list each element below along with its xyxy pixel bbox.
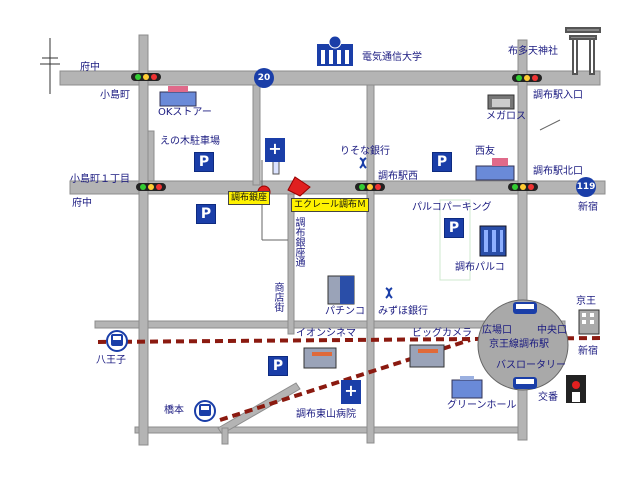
label-fudaten: 布多天神社 <box>508 46 558 57</box>
label-aeon: イオンシネマ <box>296 328 356 339</box>
green-area <box>439 199 471 281</box>
label-fuchu-top: 府中 <box>80 62 100 73</box>
label-shinjuku-top: 新宿 <box>578 202 598 213</box>
label-station: 京王線調布駅 <box>489 339 549 350</box>
label-shinjuku-rail: 新宿 <box>578 346 598 357</box>
label-risona: りそな銀行 <box>340 146 390 157</box>
label-chofu-kitaguchi: 調布駅北口 <box>533 166 583 177</box>
hospital-icon: + <box>265 138 285 162</box>
label-shotengai: 商店街 <box>272 282 283 312</box>
label-keio: 京王 <box>576 296 596 307</box>
label-fuchu-mid: 府中 <box>72 198 92 209</box>
parking-icon: P <box>268 356 288 376</box>
label-hiroba-guchi: 広場口 <box>482 325 512 336</box>
road-network <box>59 34 606 446</box>
label-megaros: メガロス <box>486 111 526 122</box>
label-hospital: 調布東山病院 <box>296 409 356 420</box>
label-chofu-parco: 調布パルコ <box>455 262 505 273</box>
compass-icon <box>40 38 60 94</box>
ecrel-tag: エクレール調布Ｍ <box>291 198 370 212</box>
chofu-ginza-tag: 調布銀座 <box>228 191 271 205</box>
koban-icon <box>566 375 586 403</box>
label-green-hall: グリーンホール <box>447 400 517 411</box>
parking-icon: P <box>194 152 214 172</box>
train-icon-hachioji <box>106 330 128 352</box>
train-icon-hashimoto <box>194 400 216 422</box>
road-diag-stub <box>221 427 229 445</box>
bic-icon <box>409 344 445 368</box>
road-stub <box>147 130 155 182</box>
road-middle <box>69 180 606 195</box>
label-kojimacho: 小島町 <box>100 90 130 101</box>
traffic-light-icon <box>355 183 385 191</box>
label-chofu-iriguchi: 調布駅入口 <box>533 90 583 101</box>
label-mizuho: みずほ銀行 <box>378 306 428 317</box>
road-v-ginza <box>287 193 295 335</box>
label-uec: 電気通信大学 <box>362 52 422 63</box>
road-top <box>59 70 601 86</box>
label-hashimoto: 橋本 <box>164 405 184 416</box>
label-chofu-nishi: 調布駅西 <box>378 171 418 182</box>
university-icon <box>317 35 353 66</box>
parking-icon: P <box>432 152 452 172</box>
road-v-ginza-north <box>252 84 261 186</box>
label-chofu-ginza-dori: 調布銀座通 <box>293 217 304 267</box>
label-enoki-parking: えの木駐車場 <box>160 136 220 147</box>
label-pachinko: パチンコ <box>325 306 365 317</box>
bank-icon-2 <box>385 287 393 299</box>
label-chuo-guchi: 中央口 <box>537 325 567 336</box>
road-v-west <box>138 34 149 446</box>
seiyu-icon <box>475 158 515 181</box>
road-v-center <box>366 84 375 444</box>
road-v-east <box>517 39 528 441</box>
torii-icon <box>565 27 601 75</box>
ok-store-icon <box>159 86 197 107</box>
parking-icon: P <box>196 204 216 224</box>
bus-icon-2 <box>513 377 537 389</box>
parco-icon <box>479 225 507 257</box>
keio-building-icon <box>578 309 600 335</box>
traffic-light-icon <box>508 183 538 191</box>
flag-icon <box>287 176 311 197</box>
road-lower <box>94 320 566 329</box>
label-koban: 交番 <box>538 392 558 403</box>
green-hall-icon <box>451 376 483 399</box>
label-parco-parking: パルコパーキング <box>412 202 492 213</box>
traffic-light-icon <box>512 74 542 82</box>
station-area <box>477 299 569 391</box>
pachinko-icon <box>327 275 355 305</box>
hospital-icon-2: + <box>341 380 361 404</box>
label-bic: ビッグカメラ <box>412 328 472 339</box>
route-shield-icon: 119 <box>576 177 596 197</box>
label-ok-store: OKストアー <box>158 107 212 118</box>
bank-icon <box>359 157 367 169</box>
label-seiyu: 西友 <box>475 146 495 157</box>
traffic-light-icon <box>131 73 161 81</box>
label-kojimacho1: 小島町１丁目 <box>70 174 130 185</box>
route-shield-icon: 20 <box>254 68 274 88</box>
label-bus-rotary: バスロータリー <box>496 360 566 371</box>
label-hachioji: 八王子 <box>96 355 126 366</box>
road-bottom <box>134 426 526 434</box>
megaros-icon <box>487 94 515 110</box>
aeon-icon <box>303 347 337 369</box>
bus-icon <box>513 302 537 314</box>
traffic-light-icon <box>136 183 166 191</box>
parking-icon: P <box>444 218 464 238</box>
